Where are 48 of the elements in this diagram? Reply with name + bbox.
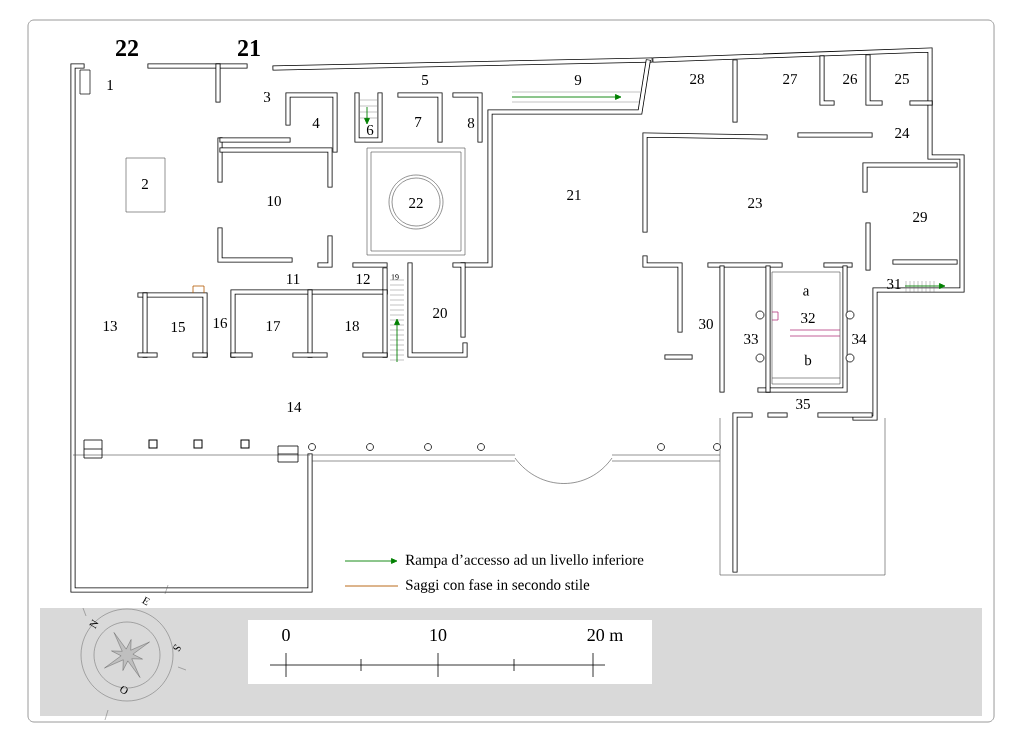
room-number: 13 bbox=[103, 320, 117, 332]
room-number: 11 bbox=[287, 274, 300, 284]
room-number: 7 bbox=[415, 117, 422, 127]
room-number: a bbox=[803, 288, 810, 296]
scale-label: 10 bbox=[430, 628, 447, 642]
room-number: 8 bbox=[467, 117, 475, 129]
room-number: 5 bbox=[422, 75, 429, 85]
room-number: 20 bbox=[433, 307, 447, 319]
room-number: 31 bbox=[887, 278, 901, 290]
compass-letter: N bbox=[89, 619, 99, 629]
legend-text: Rampa d’accesso ad un livello inferiore bbox=[405, 554, 644, 568]
room-number: 21 bbox=[567, 190, 581, 200]
room-number: 32 bbox=[801, 312, 815, 324]
room-number: 9 bbox=[574, 74, 582, 86]
room-number: 22 bbox=[409, 198, 423, 208]
room-number: 34 bbox=[852, 333, 867, 345]
room-number: 18 bbox=[345, 320, 359, 332]
room-number: 19 bbox=[391, 274, 399, 280]
compass-letter: O bbox=[120, 686, 128, 694]
legend-text: Saggi con fase in secondo stile bbox=[406, 579, 590, 593]
room-number: 2 bbox=[141, 179, 148, 189]
room-number: 1 bbox=[107, 80, 113, 90]
room-number: 25 bbox=[895, 73, 909, 85]
room-number: 35 bbox=[796, 398, 810, 410]
scale-label: 0 bbox=[282, 628, 290, 642]
room-number: 28 bbox=[690, 73, 704, 85]
room-number: 4 bbox=[312, 118, 320, 128]
scale-label: 20 m bbox=[587, 628, 623, 642]
room-number: 3 bbox=[264, 91, 271, 103]
room-number: 12 bbox=[356, 274, 370, 284]
compass-letter: S bbox=[173, 644, 181, 652]
entrance-number: 21 bbox=[238, 40, 260, 56]
room-number: 30 bbox=[699, 318, 713, 330]
room-number: 6 bbox=[366, 124, 374, 136]
entrance-number: 22 bbox=[116, 40, 138, 56]
room-number: b bbox=[804, 354, 812, 366]
room-number: 14 bbox=[287, 402, 302, 412]
room-number: 17 bbox=[266, 321, 281, 331]
room-number: 16 bbox=[213, 317, 228, 329]
room-number: 29 bbox=[913, 211, 927, 223]
room-number: 10 bbox=[267, 195, 281, 207]
room-number: 23 bbox=[748, 197, 762, 209]
compass-letter: E bbox=[141, 596, 150, 606]
room-number: 26 bbox=[843, 73, 858, 85]
room-number: 15 bbox=[171, 322, 185, 332]
room-number: 24 bbox=[895, 128, 910, 138]
room-number: 33 bbox=[744, 333, 758, 345]
room-number: 27 bbox=[783, 74, 798, 84]
